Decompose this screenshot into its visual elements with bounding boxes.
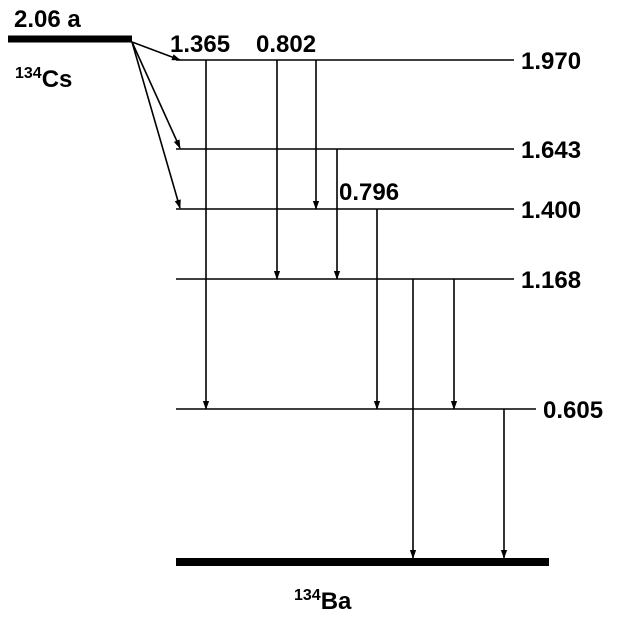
level-energy-label: 1.168: [521, 267, 581, 294]
level-energy-label: 1.400: [521, 197, 581, 224]
daughter-mass-number: 134: [294, 587, 321, 604]
gamma-energy-label: 0.802: [256, 31, 316, 58]
level-energy-label: 1.643: [521, 137, 581, 164]
gamma-energy-label: 1.365: [170, 31, 230, 58]
daughter-nuclide-label: 134Ba: [294, 587, 352, 615]
beta-feed-arrow: [131, 41, 181, 209]
gamma-energy-label: 0.796: [339, 179, 399, 206]
level-energy-label: 0.605: [543, 397, 603, 424]
level-energy-label: 1.970: [521, 48, 581, 75]
daughter-symbol: Ba: [321, 588, 352, 615]
beta-feed-arrow: [131, 41, 181, 61]
beta-feed-arrow: [131, 41, 181, 149]
parent-mass-number: 134: [15, 65, 42, 82]
parent-half-life: 2.06 a: [14, 6, 81, 33]
parent-nuclide-label: 134Cs: [15, 65, 72, 93]
parent-symbol: Cs: [42, 66, 73, 93]
